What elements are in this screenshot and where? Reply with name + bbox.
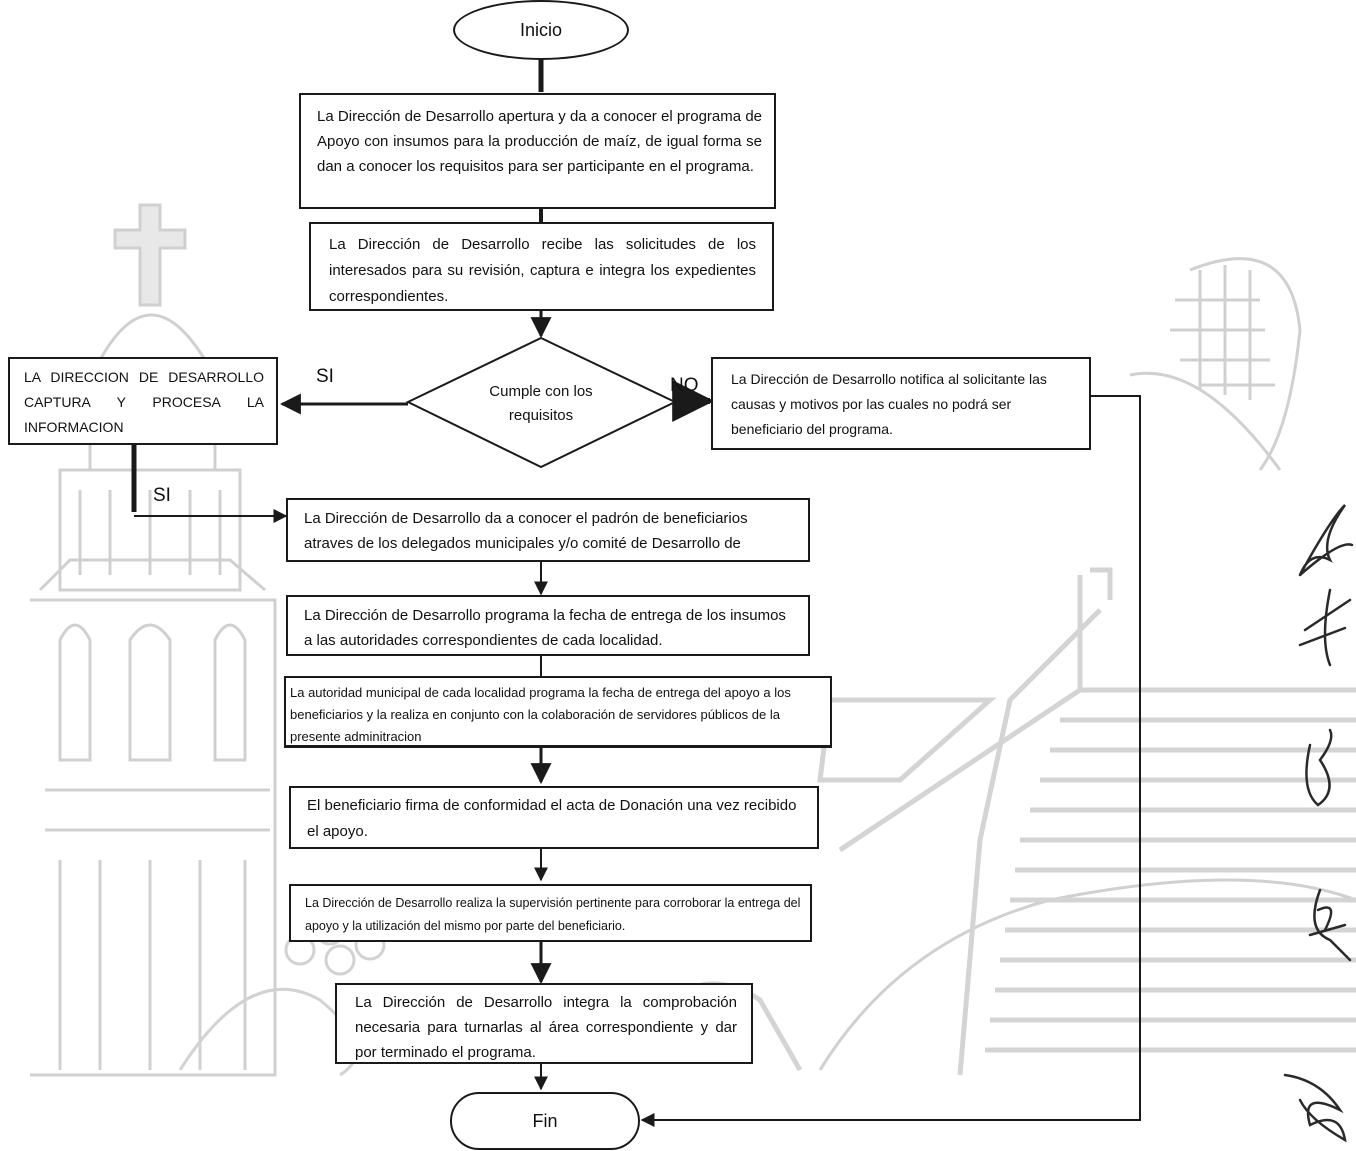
signature-2: [1298, 588, 1352, 667]
step-publish-beneficiaries-text: La Dirección de Desarrollo da a conocer …: [304, 510, 748, 552]
step-notify-applicant: La Dirección de Desarrollo notifica al s…: [711, 357, 1091, 450]
label-no: NO: [670, 375, 699, 396]
step-schedule-delivery-text: La Dirección de Desarrollo programa la f…: [304, 607, 786, 649]
label-si-down: SI: [153, 485, 171, 506]
step-capture-process: LA DIRECCION DE DESARROLLO CAPTURA Y PRO…: [8, 357, 278, 445]
step-announce-program-text: La Dirección de Desarrollo apertura y da…: [317, 108, 762, 175]
decision-label: Cumple con los requisitos: [489, 383, 593, 424]
step-capture-process-text: LA DIRECCION DE DESARROLLO CAPTURA Y PRO…: [24, 369, 264, 435]
signature-1: [1298, 504, 1354, 577]
end-terminal: Fin: [450, 1092, 640, 1150]
step-municipal-delivery-text: La autoridad municipal de cada localidad…: [290, 685, 791, 744]
step-notify-applicant-text: La Dirección de Desarrollo notifica al s…: [731, 371, 1047, 437]
pyramid-watermark: [648, 567, 1356, 1076]
start-label: Inicio: [519, 19, 563, 40]
start-terminal: Inicio: [453, 0, 629, 60]
step-announce-program: La Dirección de Desarrollo apertura y da…: [299, 93, 776, 209]
decision-text: Cumple con los requisitos: [468, 380, 614, 428]
signature-3: [1305, 728, 1333, 807]
step-sign-donation-text: El beneficiario firma de conformidad el …: [307, 797, 797, 840]
step-publish-beneficiaries: La Dirección de Desarrollo da a conocer …: [286, 498, 810, 562]
step-supervision: La Dirección de Desarrollo realiza la su…: [289, 884, 812, 942]
label-si-left: SI: [316, 366, 334, 387]
step-receive-requests: La Dirección de Desarrollo recibe las so…: [309, 222, 774, 311]
connector-no-end: [640, 395, 1141, 1127]
step-integrate-proof-text: La Dirección de Desarrollo integra la co…: [355, 994, 737, 1061]
step-integrate-proof: La Dirección de Desarrollo integra la co…: [335, 983, 753, 1064]
signature-4: [1308, 888, 1352, 962]
step-supervision-text: La Dirección de Desarrollo realiza la su…: [305, 896, 801, 933]
decision-diamond: [405, 336, 678, 469]
end-label: Fin: [532, 1110, 558, 1131]
step-municipal-delivery: La autoridad municipal de cada localidad…: [284, 676, 832, 748]
signature-5: [1283, 1073, 1347, 1143]
step-sign-donation: El beneficiario firma de conformidad el …: [289, 786, 819, 849]
step-schedule-delivery: La Dirección de Desarrollo programa la f…: [286, 595, 810, 656]
step-receive-requests-text: La Dirección de Desarrollo recibe las so…: [329, 236, 756, 305]
